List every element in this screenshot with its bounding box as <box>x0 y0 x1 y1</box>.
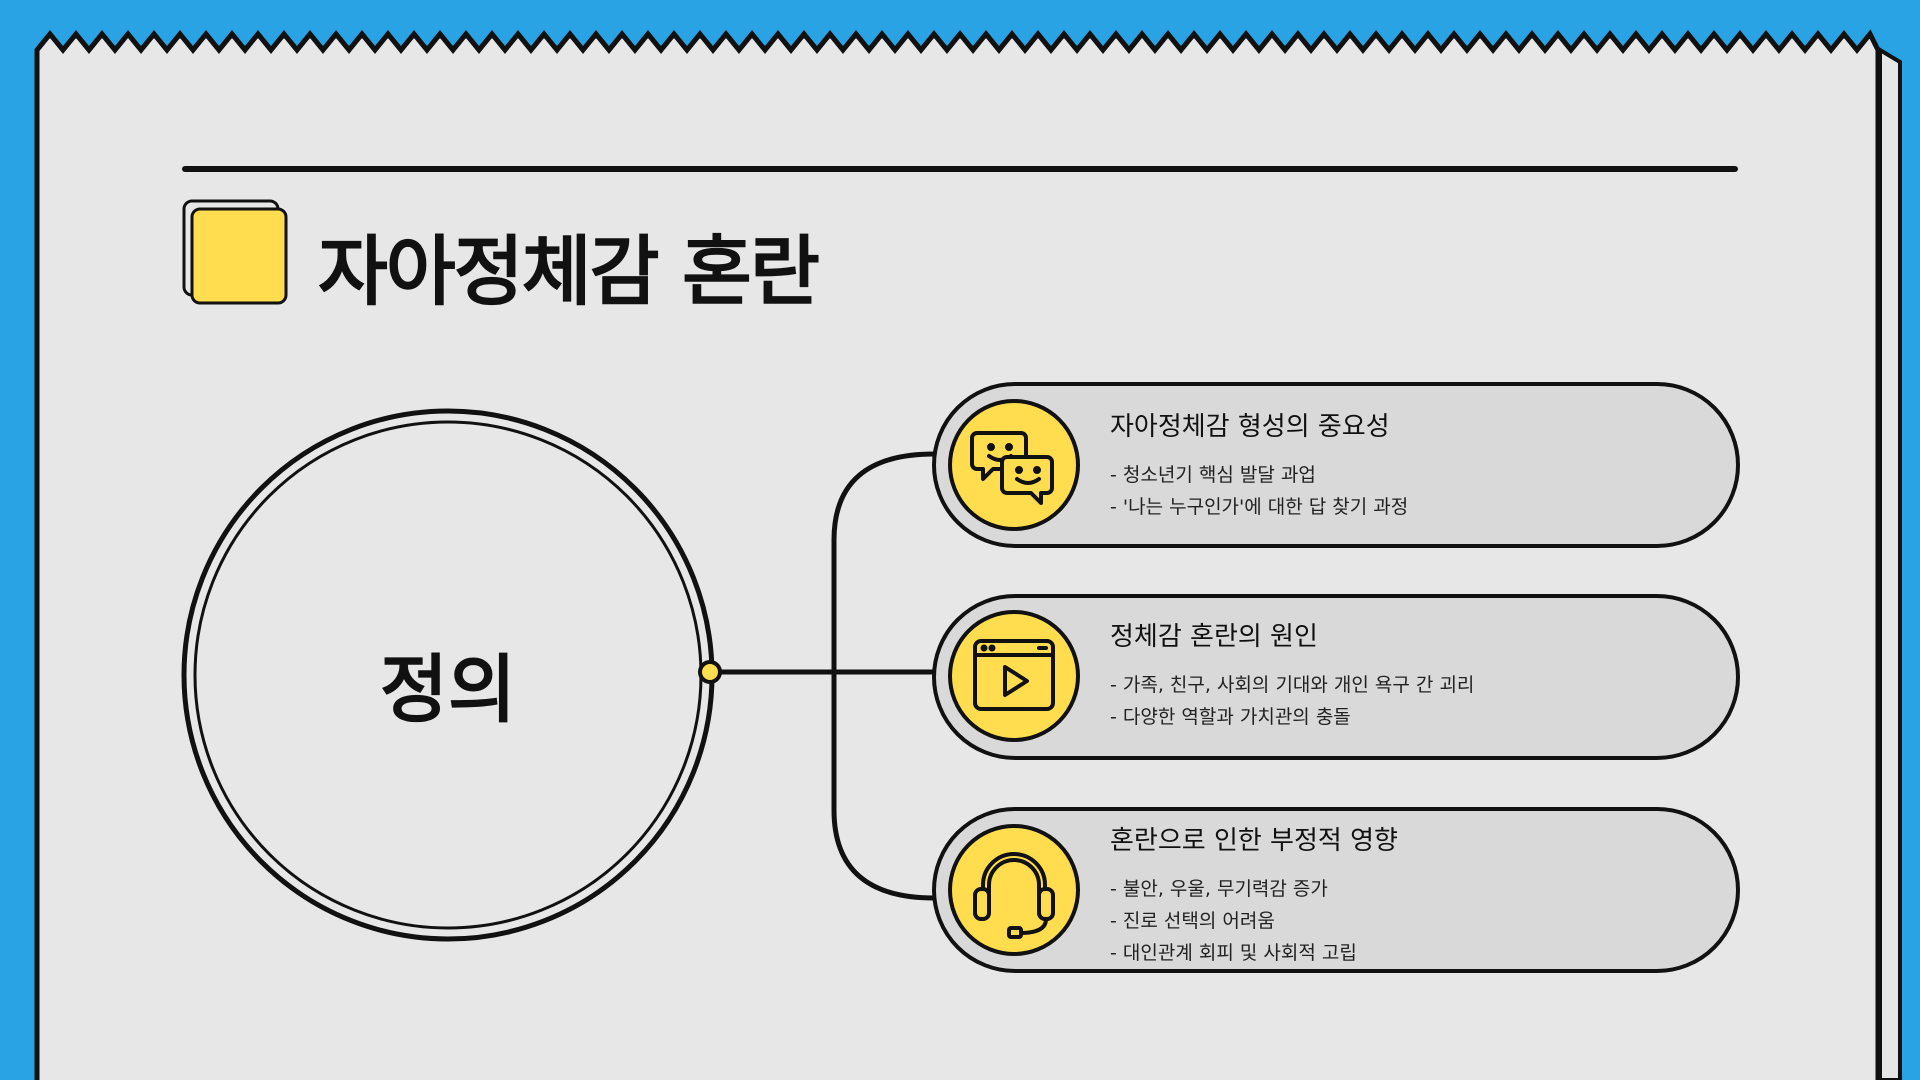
card-3-bullet-2: - 진로 선택의 어려움 <box>1110 910 1275 932</box>
card-2-bullet-1: - 가족, 친구, 사회의 기대와 개인 욕구 간 괴리 <box>1110 674 1475 696</box>
card-2-title: 정체감 혼란의 원인 <box>1110 622 1318 652</box>
card-3-pill <box>932 807 1740 973</box>
title-square-icon <box>182 199 288 305</box>
card-3-title: 혼란으로 인한 부정적 영향 <box>1110 826 1398 856</box>
page-title: 자아정체감 혼란 <box>318 227 820 316</box>
header-rule <box>182 166 1738 172</box>
card-1-title: 자아정체감 형성의 중요성 <box>1110 412 1390 442</box>
card-2-pill <box>932 594 1740 760</box>
headset-icon <box>947 823 1081 957</box>
card-1-pill <box>932 382 1740 548</box>
card-2-text: 정체감 혼란의 원인 - 가족, 친구, 사회의 기대와 개인 욕구 간 괴리 … <box>1110 616 1710 733</box>
card-2-bullet-2: - 다양한 역할과 가치관의 충돌 <box>1110 706 1351 728</box>
card-3-text: 혼란으로 인한 부정적 영향 - 불안, 우울, 무기력감 증가 - 진로 선택… <box>1110 820 1710 969</box>
card-1-bullet-2: - '나는 누구인가'에 대한 답 찾기 과정 <box>1110 496 1409 518</box>
center-label: 정의 <box>379 647 517 733</box>
card-1-text: 자아정체감 형성의 중요성 - 청소년기 핵심 발달 과업 - '나는 누구인가… <box>1110 406 1710 523</box>
connector-lines <box>710 451 935 901</box>
card-3-bullet-3: - 대인관계 회피 및 사회적 고립 <box>1110 942 1357 964</box>
card-1-bullet-1: - 청소년기 핵심 발달 과업 <box>1110 464 1316 486</box>
chat-bubbles-icon <box>947 398 1081 532</box>
paper-shadow-sheet <box>1878 46 1902 1080</box>
connector-dot <box>698 660 722 684</box>
card-3-bullet-1: - 불안, 우울, 무기력감 증가 <box>1110 878 1328 900</box>
video-player-icon <box>947 609 1081 743</box>
